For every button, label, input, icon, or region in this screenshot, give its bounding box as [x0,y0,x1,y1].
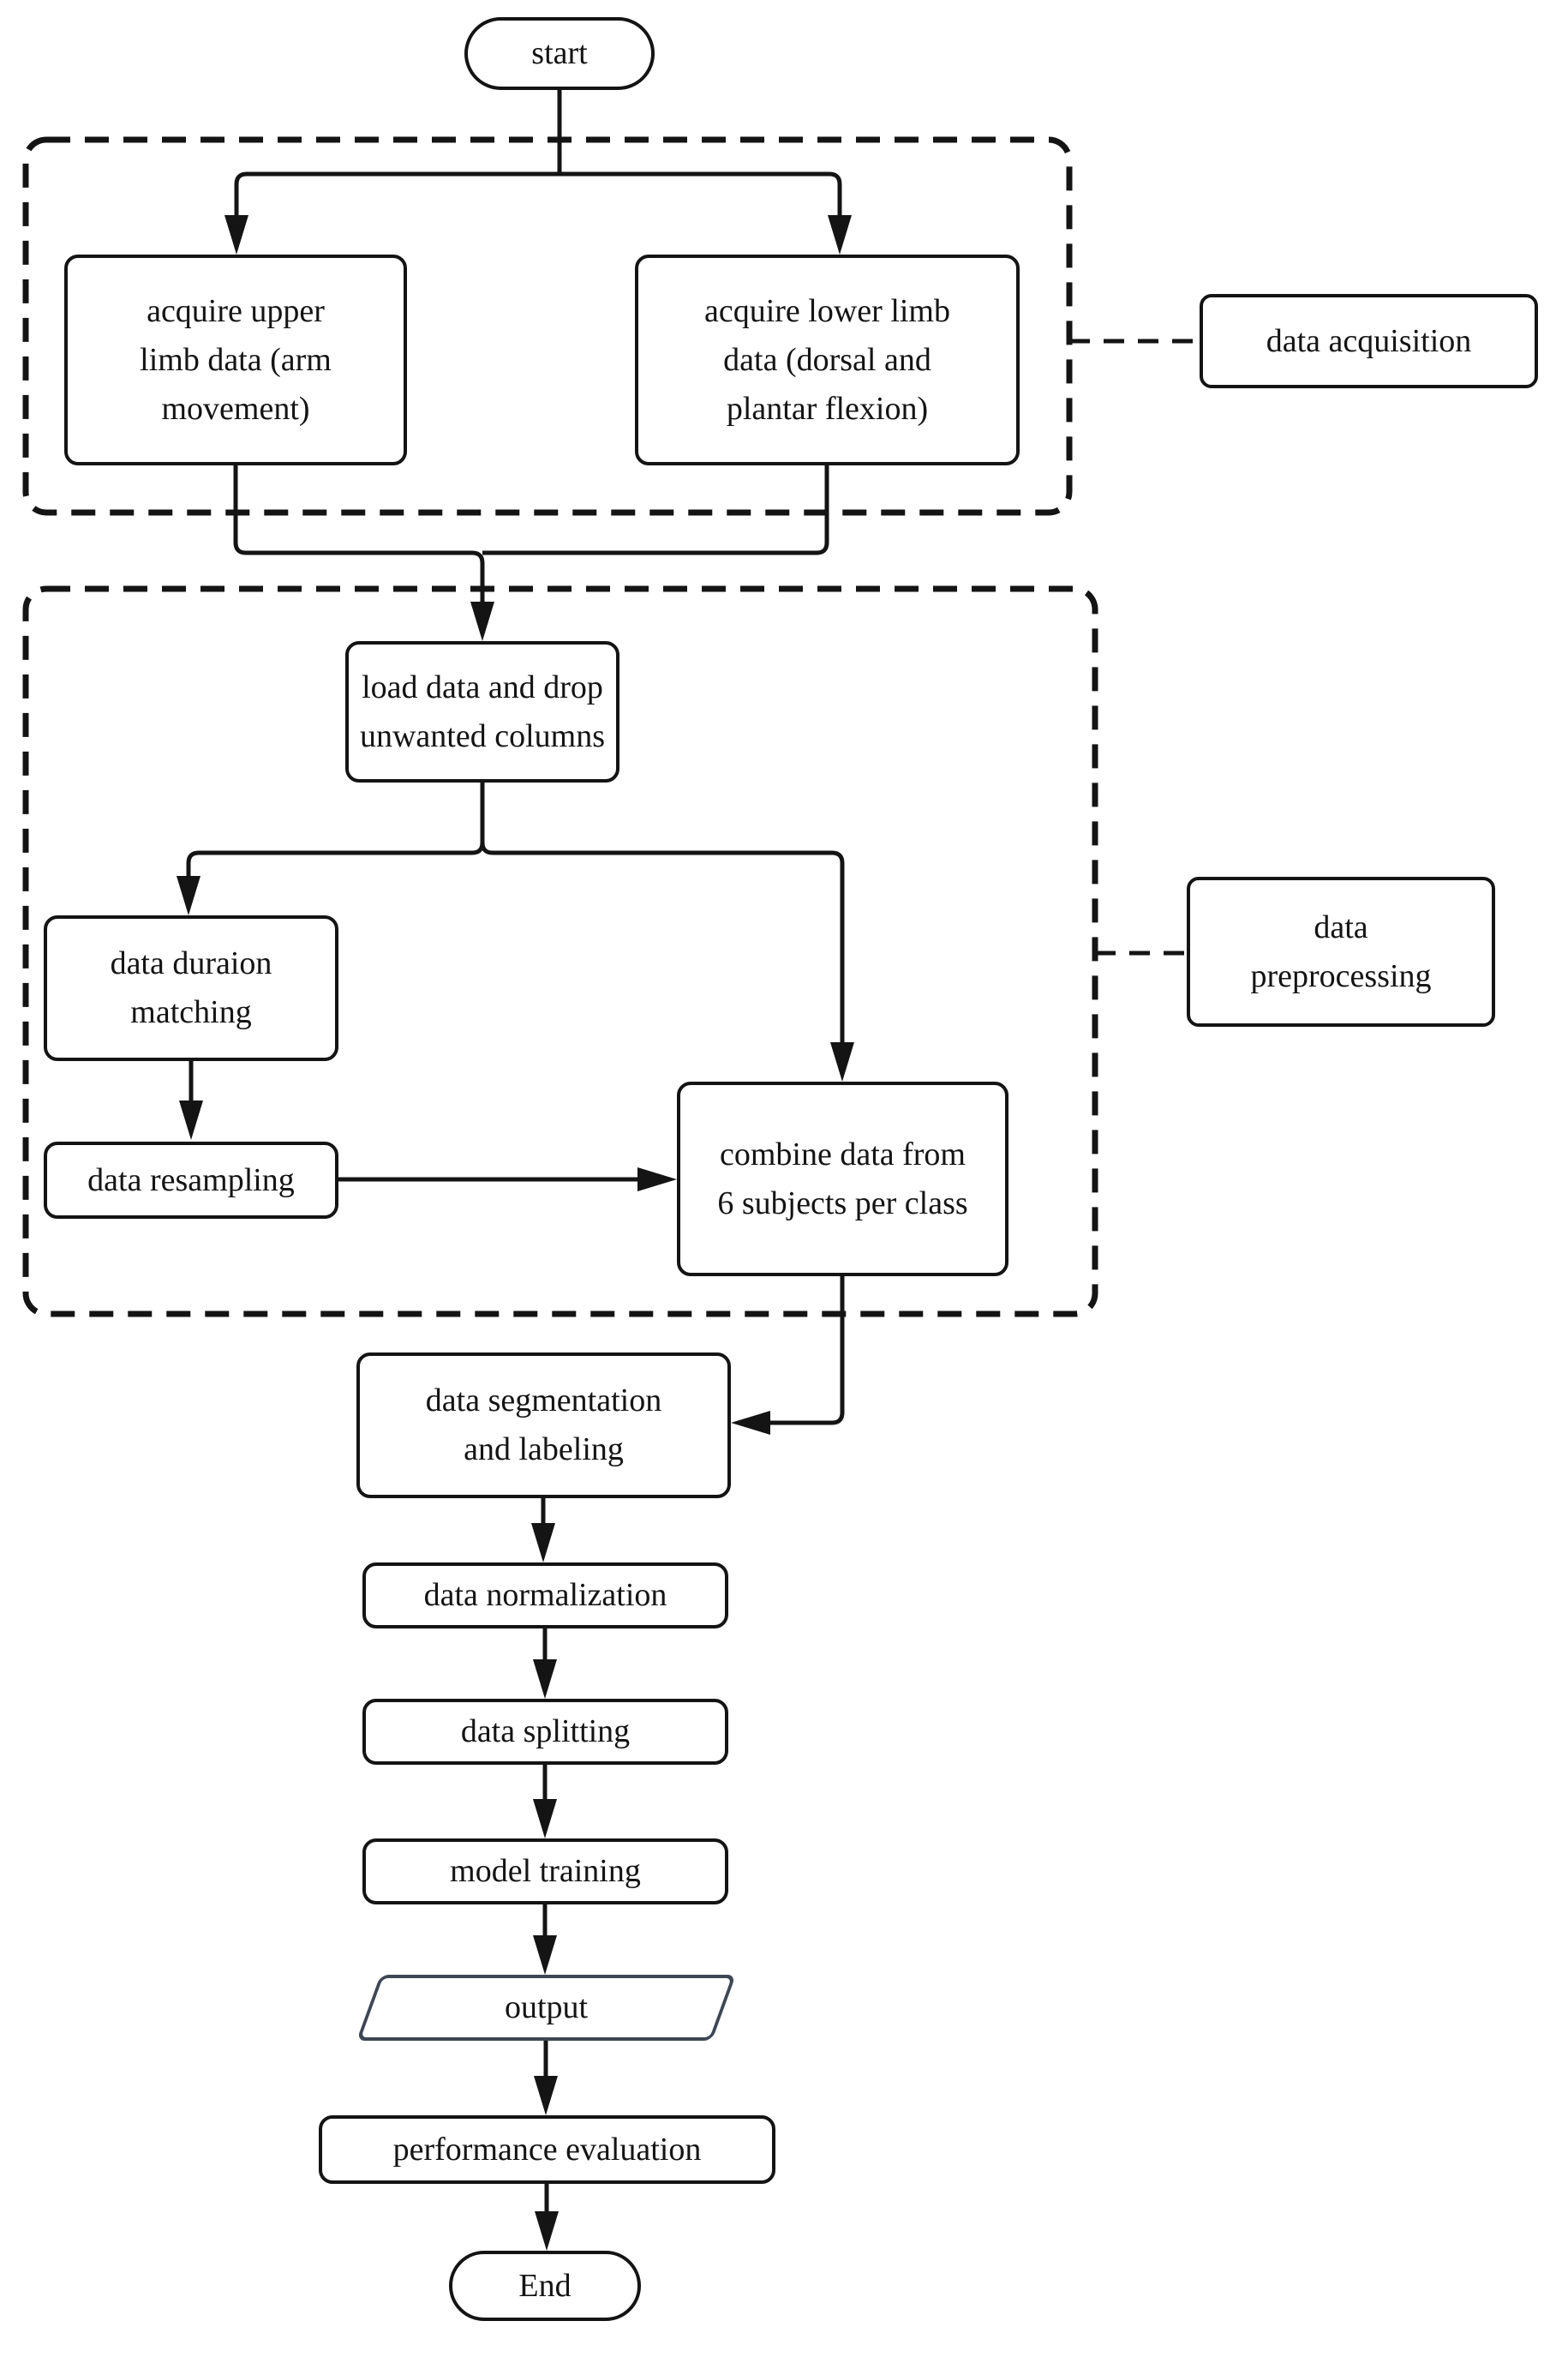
node-start-label: start [531,35,588,71]
node-acquire-upper-limb-label: acquire upper limb data (arm movement) [140,292,332,427]
node-data-segmentation: data segmentation and labeling [356,1352,731,1498]
flow-arrowheads [177,215,854,2251]
node-data-resampling: data resampling [44,1142,338,1219]
group-label-data-preprocessing-text: data preprocessing [1250,909,1432,994]
node-model-training: model training [362,1838,728,1904]
node-data-duration-matching-label: data duraion matching [110,945,272,1030]
node-combine-data-label: combine data from 6 subjects per class [717,1136,968,1221]
node-start: start [464,17,655,90]
node-acquire-upper-limb: acquire upper limb data (arm movement) [64,255,407,465]
node-data-duration-matching: data duraion matching [44,915,338,1061]
node-data-splitting-label: data splitting [460,1713,631,1749]
node-data-segmentation-label: data segmentation and labeling [425,1382,662,1467]
node-combine-data: combine data from 6 subjects per class [677,1082,1008,1276]
node-data-normalization-label: data normalization [423,1577,667,1613]
group-label-data-acquisition-text: data acquisition [1266,322,1472,359]
node-acquire-lower-limb-label: acquire lower limb data (dorsal and plan… [703,292,950,427]
node-model-training-label: model training [450,1853,641,1889]
node-output: output [356,1975,737,2041]
node-acquire-lower-limb: acquire lower limb data (dorsal and plan… [635,255,1020,465]
flow-connectors [186,90,845,2216]
data-acquisition-group-border [22,136,1073,516]
node-data-splitting: data splitting [362,1699,728,1765]
group-label-data-acquisition: data acquisition [1200,294,1538,388]
node-data-resampling-label: data resampling [87,1161,295,1198]
group-label-data-preprocessing: data preprocessing [1187,877,1495,1027]
node-data-normalization: data normalization [362,1562,728,1628]
node-load-data-label: load data and drop unwanted columns [359,669,605,754]
node-end: End [449,2251,641,2321]
node-end-label: End [518,2267,572,2304]
node-performance-evaluation-label: performance evaluation [392,2131,702,2168]
node-performance-evaluation: performance evaluation [319,2115,775,2184]
node-load-data: load data and drop unwanted columns [345,641,619,783]
node-output-label: output [504,1989,589,2025]
